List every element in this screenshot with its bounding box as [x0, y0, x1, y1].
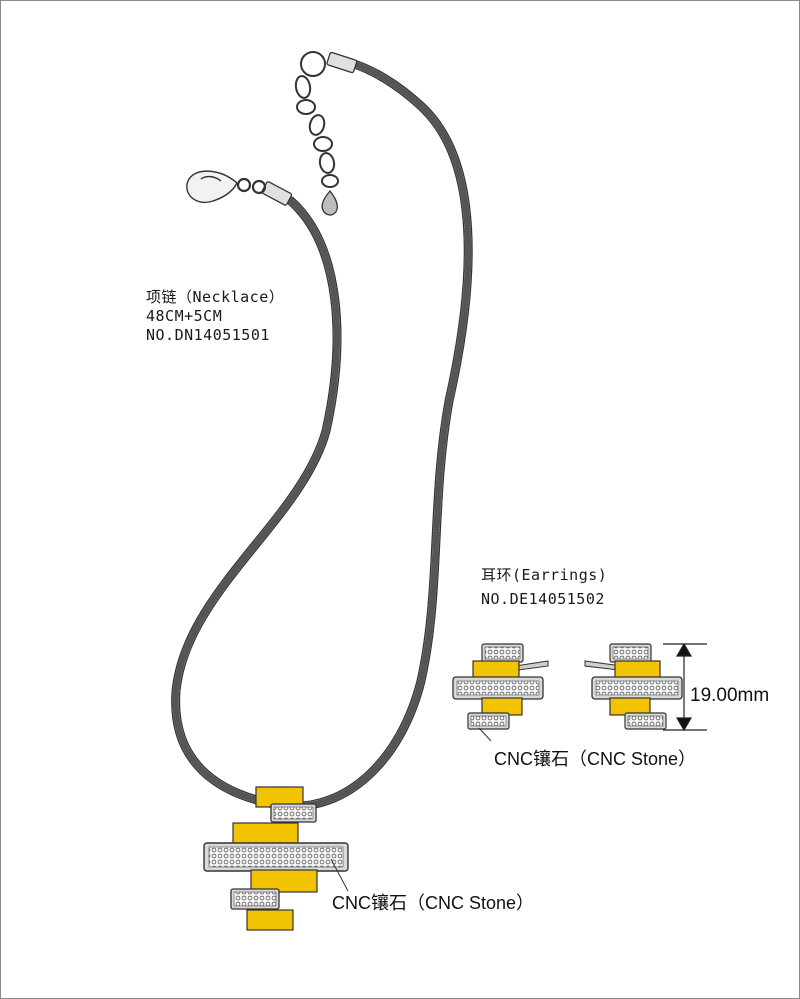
pendant-gold-bar-2	[232, 822, 299, 846]
earrings-name: 耳环(Earrings)	[481, 566, 608, 584]
necklace-stone-callout: CNC镶石（CNC Stone）	[332, 893, 535, 913]
earrings-number: NO.DE14051502	[481, 590, 605, 608]
pendant-gold-bar-4	[246, 909, 294, 931]
dimension-marker	[663, 642, 707, 732]
pendant-gold-bar-3	[250, 869, 318, 893]
earring-right	[584, 643, 683, 730]
snake-chain	[171, 58, 473, 811]
necklace-name: 项链（Necklace）	[146, 288, 285, 306]
earring-left	[452, 643, 549, 742]
lobster-clasp	[186, 170, 267, 204]
necklace-number: NO.DN14051501	[146, 326, 270, 344]
earrings-dimension: 19.00mm	[690, 685, 770, 706]
earrings-stone-callout: CNC镶石（CNC Stone）	[494, 749, 697, 769]
extender-chain	[294, 51, 339, 216]
necklace-pendant	[203, 786, 349, 931]
necklace-size: 48CM+5CM	[146, 307, 223, 325]
